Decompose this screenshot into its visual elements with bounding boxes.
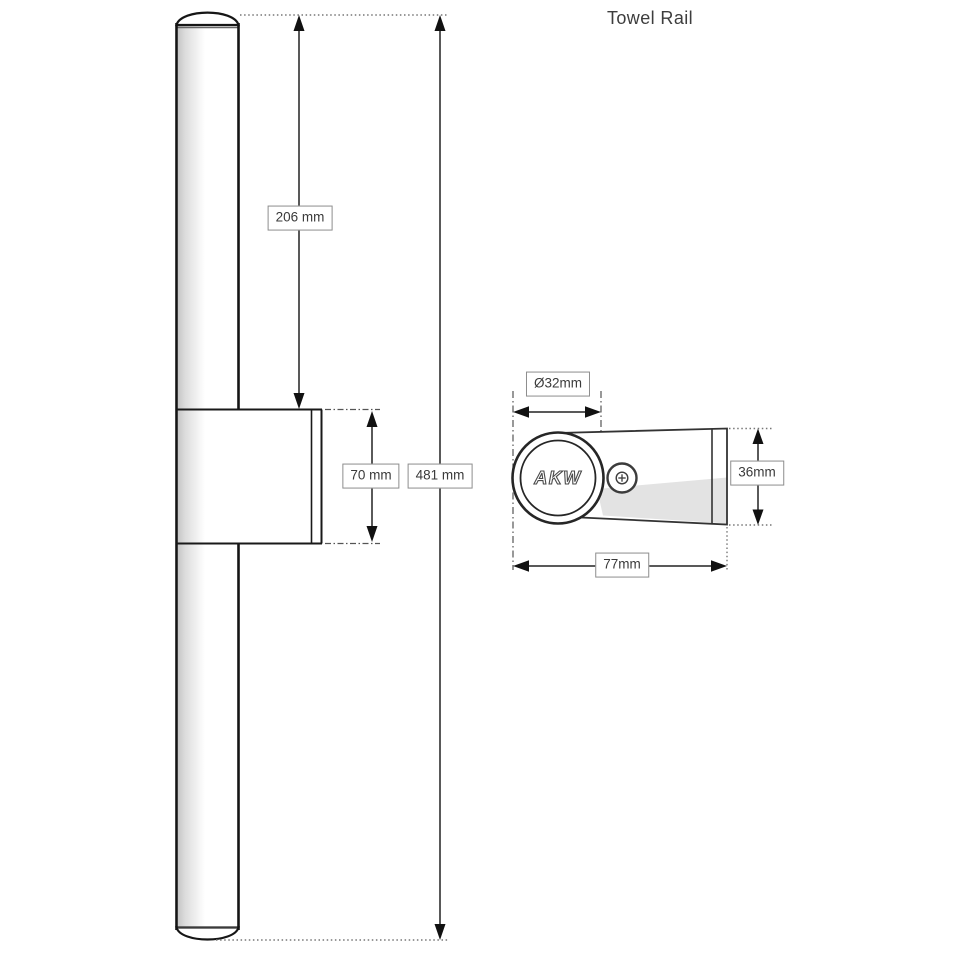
dim-label-36mm: 36mm — [730, 460, 784, 486]
rail-end-inner-circle — [519, 439, 597, 517]
arrow-up-icon — [366, 411, 378, 427]
arrow-up-icon — [293, 15, 305, 31]
rail-tube-shading — [177, 26, 238, 928]
akw-logo: AKW — [533, 468, 582, 488]
side-view-drawing: AKW — [511, 391, 773, 572]
tube-bottom-cap — [175, 926, 240, 941]
arrow-up-icon — [434, 15, 446, 31]
arrow-left-icon — [513, 560, 529, 572]
dim-label-dia32mm: Ø32mm — [525, 371, 591, 397]
dim-label-77mm: 77mm — [595, 552, 649, 578]
arrow-down-icon — [752, 509, 764, 525]
arrow-up-icon — [752, 428, 764, 444]
bracket-body-outline — [557, 427, 728, 526]
arrow-down-icon — [293, 393, 305, 409]
dim-label-206mm: 206 mm — [267, 205, 333, 231]
arrow-right-icon — [711, 560, 727, 572]
wall-bracket-front — [176, 408, 323, 545]
dimension-dia32mm — [513, 406, 601, 418]
arrow-left-icon — [513, 406, 529, 418]
front-view-drawing — [175, 11, 449, 941]
arrow-down-icon — [434, 924, 446, 940]
tube-top-cap — [175, 11, 240, 27]
arrow-down-icon — [366, 526, 378, 542]
arrow-right-icon — [585, 406, 601, 418]
dim-label-481mm: 481 mm — [407, 463, 473, 489]
page-title: Towel Rail — [607, 8, 694, 28]
fixing-screw-icon — [606, 462, 638, 494]
dim-label-70mm: 70 mm — [342, 463, 400, 489]
